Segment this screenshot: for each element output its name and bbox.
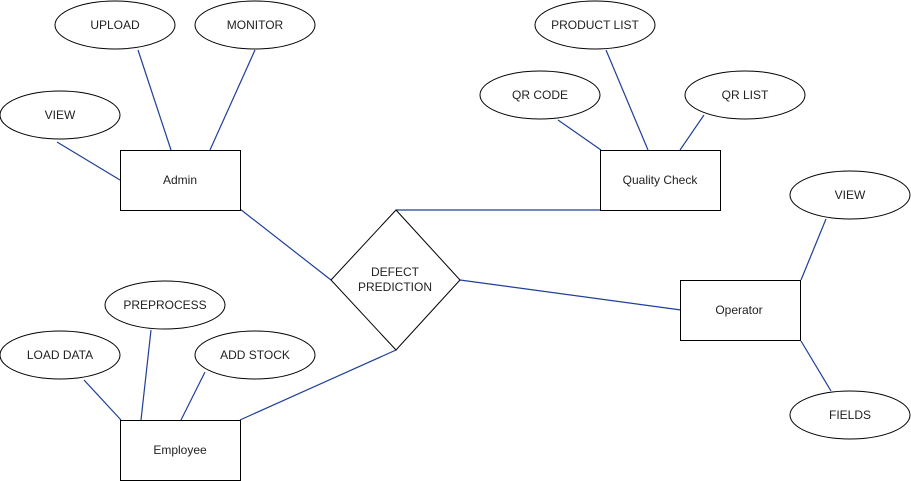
attribute-operator-fields-label: FIELDS [829, 408, 871, 422]
edge-employee-preprocess [140, 329, 152, 421]
attribute-qc-qr-list-label: QR LIST [722, 88, 769, 102]
entity-admin: Admin [120, 150, 241, 211]
relationship-label-line2: PREDICTION [358, 280, 432, 294]
edge-employee-load-data [83, 379, 122, 421]
attribute-employee-add-stock-label: ADD STOCK [220, 348, 290, 362]
attribute-admin-view-label: VIEW [45, 108, 76, 122]
attribute-admin-upload-label: UPLOAD [90, 18, 140, 32]
attribute-admin-monitor: MONITOR [194, 0, 316, 50]
attribute-qc-qr-list: QR LIST [684, 70, 806, 120]
edge-admin-relationship [239, 208, 332, 281]
edge-qc-product-list [605, 49, 649, 151]
entity-employee: Employee [120, 420, 241, 481]
edge-relationship-operator [459, 279, 682, 311]
edge-relationship-employee [239, 349, 397, 421]
connector-lines [56, 49, 832, 421]
attribute-qc-qr-code-label: QR CODE [512, 88, 568, 102]
attribute-qc-product-list: PRODUCT LIST [534, 0, 656, 50]
attribute-operator-fields: FIELDS [789, 390, 911, 440]
entity-employee-label: Employee [153, 443, 207, 457]
edge-operator-view [800, 218, 827, 281]
entity-quality-check-label: Quality Check [623, 173, 699, 187]
entity-admin-label: Admin [163, 173, 197, 187]
attribute-qc-qr-code: QR CODE [479, 70, 601, 120]
attribute-operator-view: VIEW [789, 170, 911, 220]
entity-operator-label: Operator [715, 303, 762, 317]
attribute-admin-upload: UPLOAD [54, 0, 176, 50]
relationship-defect-prediction: DEFECT PREDICTION [330, 209, 461, 351]
attribute-employee-preprocess-label: PREPROCESS [123, 298, 206, 312]
edge-admin-upload [137, 49, 172, 151]
attribute-admin-view: VIEW [0, 90, 121, 140]
attribute-admin-monitor-label: MONITOR [227, 18, 284, 32]
edge-admin-monitor [209, 49, 256, 151]
attribute-qc-product-list-label: PRODUCT LIST [551, 18, 639, 32]
edge-employee-add-stock [180, 371, 206, 421]
attribute-employee-load-data-label: LOAD DATA [27, 348, 93, 362]
edge-qc-qr-list [679, 114, 705, 151]
entity-quality-check: Quality Check [600, 150, 721, 211]
edge-qc-qr-code [557, 119, 602, 151]
attribute-employee-add-stock: ADD STOCK [194, 330, 316, 380]
entity-operator: Operator [680, 280, 801, 341]
relationship-label-line1: DEFECT [371, 265, 420, 279]
edge-operator-fields [800, 340, 832, 392]
edge-admin-view [56, 141, 121, 181]
attribute-employee-preprocess: PREPROCESS [104, 280, 226, 330]
attribute-operator-view-label: VIEW [835, 188, 866, 202]
attribute-employee-load-data: LOAD DATA [0, 330, 121, 380]
